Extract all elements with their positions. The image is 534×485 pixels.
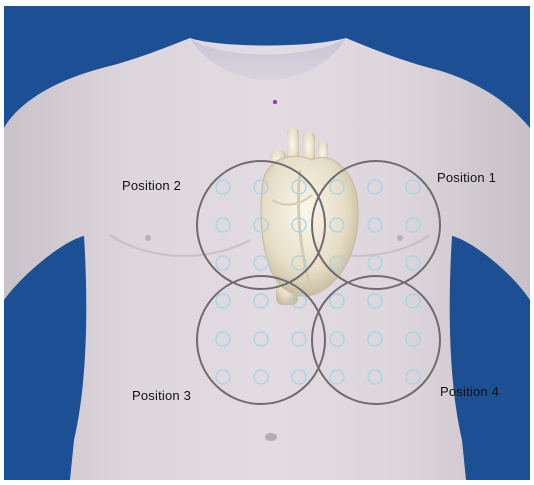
reference-marker <box>273 100 277 104</box>
position-3-label: Position 3 <box>132 388 191 403</box>
position-1-label: Position 1 <box>437 170 496 185</box>
left-nipple <box>145 235 151 241</box>
navel <box>265 433 277 441</box>
right-nipple <box>397 235 403 241</box>
position-2-label: Position 2 <box>122 178 181 193</box>
position-4-label: Position 4 <box>440 384 499 399</box>
